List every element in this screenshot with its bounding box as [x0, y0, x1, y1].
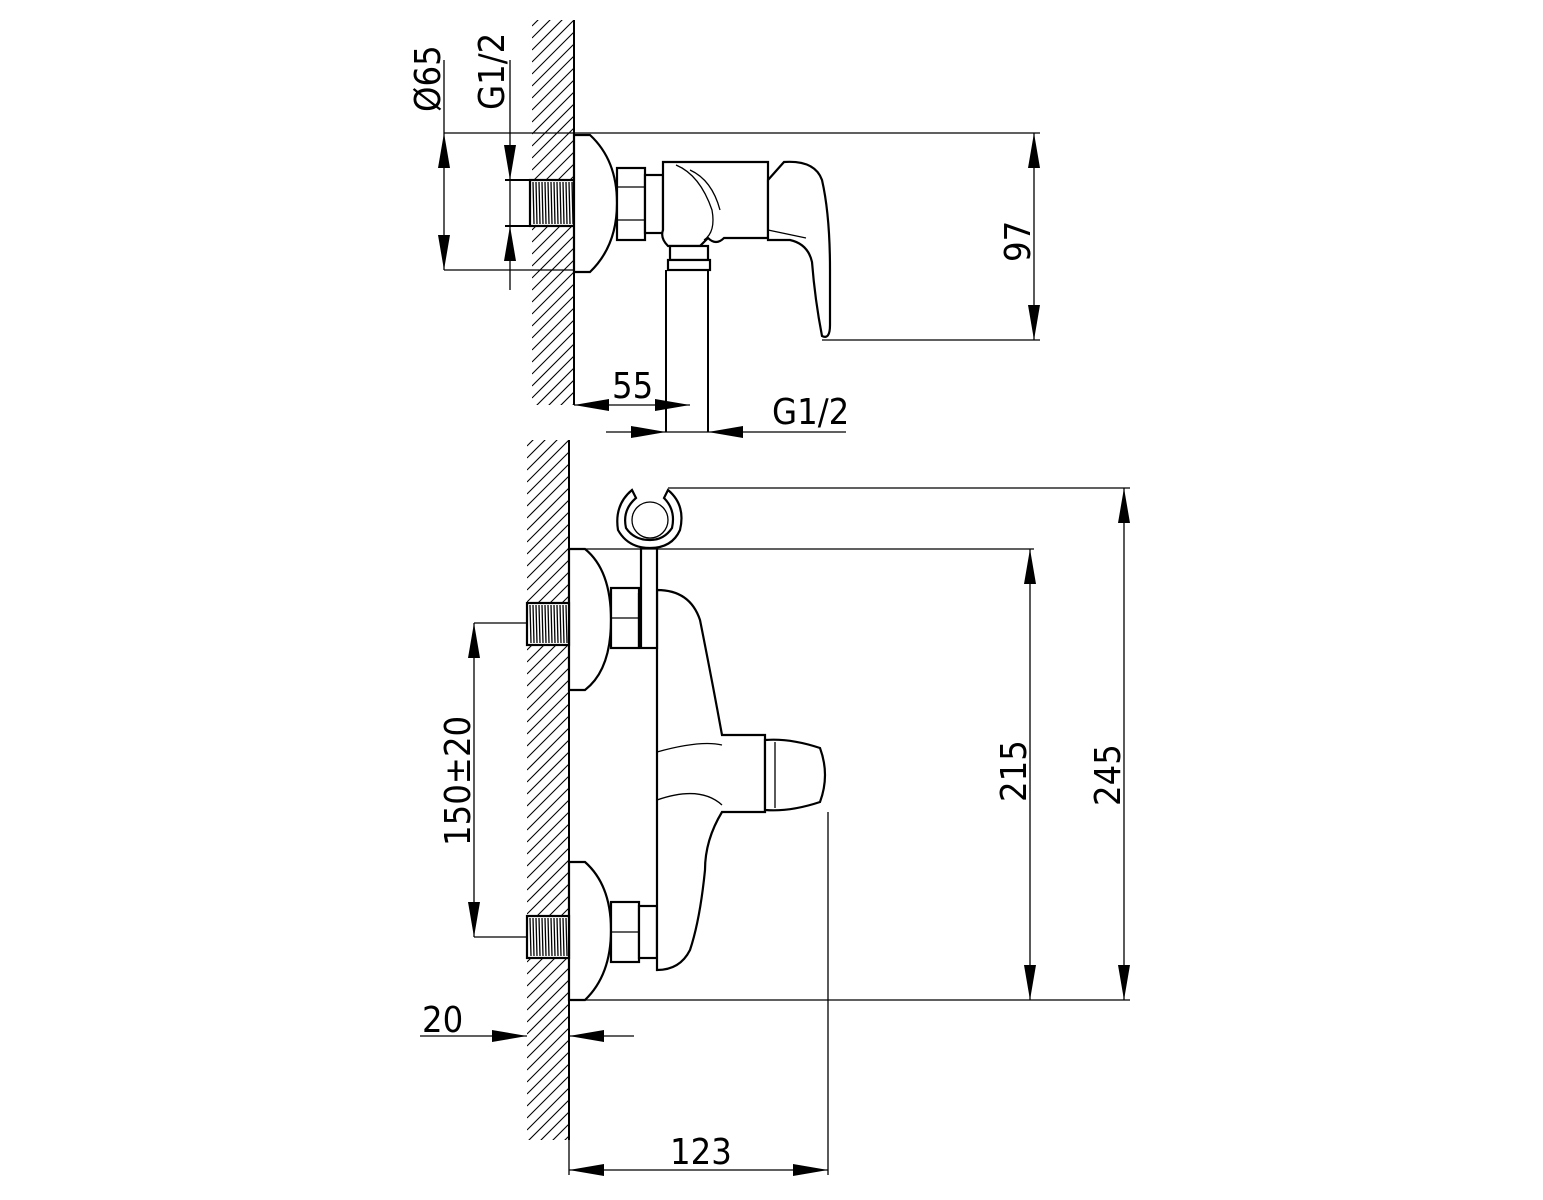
- dim-body-height: 215: [994, 740, 1035, 802]
- wall-hatching-front: [527, 440, 569, 1140]
- lower-flange: [567, 860, 613, 1002]
- top-view: Ø65 G1/2 97 55 G1/2: [408, 20, 1040, 438]
- dim-inlet-thread: G1/2: [472, 33, 513, 110]
- dim-center-distance: 150±20: [438, 716, 479, 846]
- dim-flange-diameter: Ø65: [408, 45, 449, 112]
- upper-inlet-thread: [525, 601, 571, 647]
- shower-holder-clip: [616, 488, 683, 550]
- dim-wall-offset: 20: [422, 1000, 463, 1041]
- wall-flange-top: [572, 133, 619, 274]
- inlet-thread-top: [505, 178, 576, 228]
- mixer-body-top: [661, 160, 770, 248]
- outlet-stem-top: [668, 244, 710, 262]
- lower-inlet-thread: [525, 914, 571, 960]
- lever-handle-top: [766, 160, 832, 338]
- hex-nut-top: [615, 166, 647, 242]
- dim-projection: 55: [612, 366, 653, 407]
- dim-depth: 123: [670, 1132, 732, 1173]
- dim-height: 97: [998, 221, 1039, 262]
- front-view: 150±20 215 245 20 123: [420, 440, 1130, 1176]
- dim-outlet-thread: G1/2: [772, 392, 849, 433]
- lever-handle-front: [763, 738, 827, 812]
- shower-holder-stem: [639, 538, 659, 650]
- wall-hatching-top: [532, 20, 574, 405]
- dim-total-height: 245: [1088, 744, 1129, 806]
- mixer-body-front: [655, 588, 767, 972]
- upper-flange: [567, 547, 613, 692]
